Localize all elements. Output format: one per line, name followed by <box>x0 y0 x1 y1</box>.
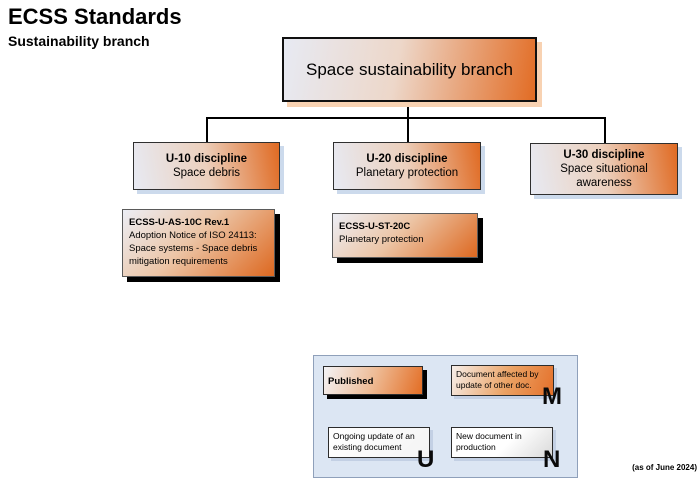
discipline-u30-title: U-30 discipline <box>563 149 645 161</box>
legend-item-affected: Document affected by update of other doc… <box>451 365 554 396</box>
discipline-u10-subtitle: Space debris <box>172 167 241 179</box>
legend-ongoing-label: Ongoing update of an existing document <box>333 431 415 452</box>
document-node-ecss-u-st-20c: ECSS-U-ST-20C Planetary protection <box>332 213 478 258</box>
discipline-u30-subtitle: Space situational awareness <box>560 163 648 189</box>
discipline-node-u20: U-20 discipline Planetary protection <box>333 142 481 190</box>
root-node-label: Space sustainability branch <box>306 59 513 79</box>
document-u-as-10c-body: Adoption Notice of ISO 24113: Space syst… <box>129 230 258 267</box>
connector-root-vertical <box>407 101 409 118</box>
legend-letter-m: M <box>542 383 562 410</box>
connector-drop-u10 <box>206 118 208 142</box>
document-u-as-10c-title: ECSS-U-AS-10C Rev.1 <box>129 217 230 228</box>
legend-item-published: Published <box>323 366 423 395</box>
document-node-ecss-u-as-10c: ECSS-U-AS-10C Rev.1 Adoption Notice of I… <box>122 209 275 277</box>
document-u-st-20c-title: ECSS-U-ST-20C <box>339 221 411 232</box>
discipline-node-u10: U-10 discipline Space debris <box>133 142 280 190</box>
connector-drop-u30 <box>604 118 606 143</box>
discipline-u20-title: U-20 discipline <box>366 153 448 165</box>
legend-item-new-document: New document in production <box>451 427 553 458</box>
legend-new-label: New document in production <box>456 431 522 452</box>
discipline-u20-subtitle: Planetary protection <box>355 167 459 179</box>
legend-panel: Published Document affected by update of… <box>313 355 578 478</box>
root-node-space-sustainability-branch: Space sustainability branch <box>282 37 537 102</box>
discipline-u10-title: U-10 discipline <box>165 153 248 165</box>
legend-affected-label: Document affected by update of other doc… <box>456 369 539 390</box>
page-subtitle: Sustainability branch <box>8 33 150 49</box>
legend-item-ongoing-update: Ongoing update of an existing document <box>328 427 430 458</box>
footnote-date: (as of June 2024) <box>632 463 697 472</box>
legend-letter-n: N <box>543 446 561 473</box>
connector-drop-u20 <box>407 118 409 142</box>
page-title: ECSS Standards <box>8 4 182 29</box>
discipline-node-u30: U-30 discipline Space situational awaren… <box>530 143 678 195</box>
legend-published-label: Published <box>328 375 374 387</box>
connector-horizontal <box>206 117 606 119</box>
document-u-st-20c-body: Planetary protection <box>339 234 424 245</box>
legend-letter-u: U <box>417 446 435 473</box>
